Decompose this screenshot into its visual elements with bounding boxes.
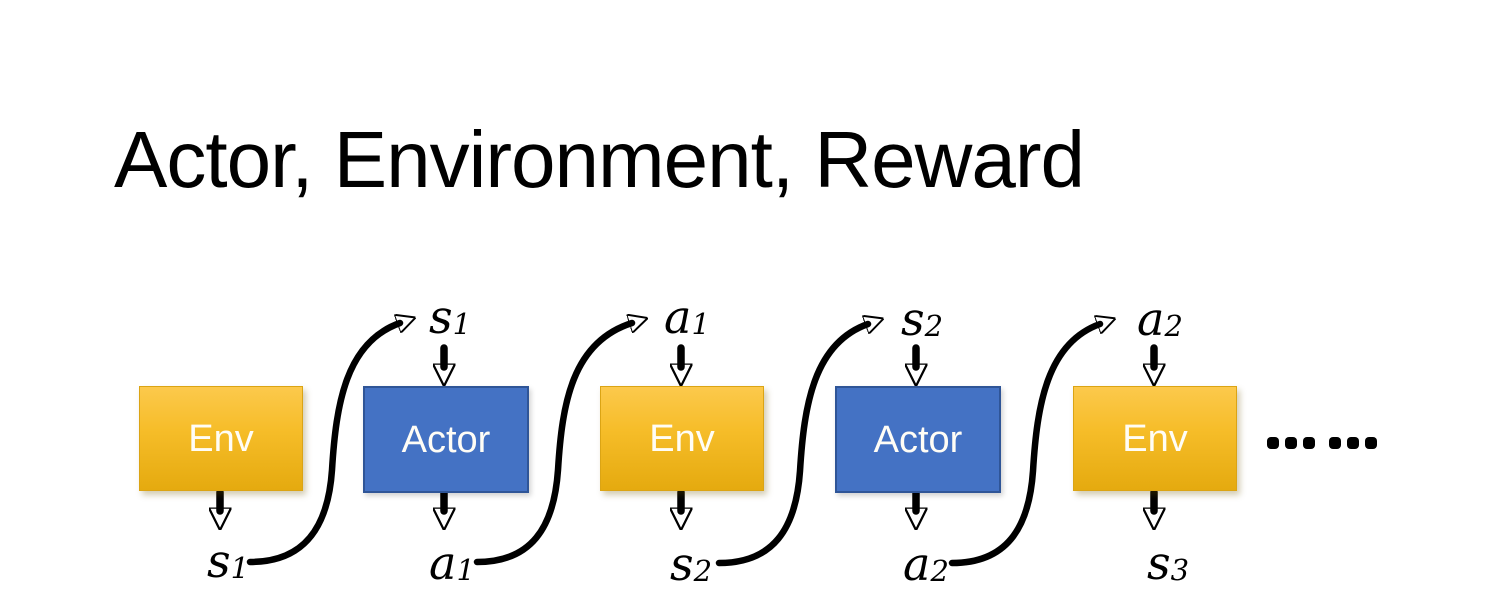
top-label-s1-sub: 1 — [452, 307, 472, 341]
bottom-label-a1-var: a — [429, 536, 457, 590]
slide-title: Actor, Environment, Reward — [114, 115, 1085, 204]
actor-box-2: Actor — [835, 386, 1001, 493]
actor-box-1: Actor — [363, 386, 529, 493]
bottom-label-a2-sub: 2 — [930, 554, 949, 588]
bottom-label-s2-sub: 2 — [693, 554, 713, 588]
env-box-1: Env — [139, 386, 303, 491]
dot-icon — [1267, 437, 1279, 449]
env-box-3: Env — [1073, 386, 1237, 491]
bottom-label-s1-var: s — [206, 534, 231, 588]
env-box-2: Env — [600, 386, 764, 491]
bottom-label-s2-var: s — [669, 537, 694, 591]
top-label-a2-var: a — [1137, 292, 1165, 346]
feedback-curve-a2-icon — [948, 324, 1100, 567]
continuation-dots-icon — [1267, 437, 1383, 449]
top-label-a1-sub: 1 — [691, 307, 710, 341]
feedback-curve-s2-icon — [715, 324, 868, 567]
bottom-label-s1-sub: 1 — [230, 551, 250, 585]
env-box-2-label: Env — [649, 417, 715, 460]
feedback-curve-a1-icon — [473, 323, 632, 566]
env-box-3-label: Env — [1122, 417, 1188, 460]
actor-box-1-label: Actor — [401, 418, 491, 461]
bottom-label-a1-sub: 1 — [456, 553, 475, 587]
actor-box-2-label: Actor — [873, 418, 963, 461]
dot-icon — [1365, 437, 1377, 449]
env-box-1-label: Env — [188, 417, 254, 460]
dot-icon — [1303, 437, 1315, 449]
top-label-s2-var: s — [900, 292, 925, 346]
dot-icon — [1347, 437, 1359, 449]
dot-icon — [1329, 437, 1341, 449]
feedback-curve-s1-icon — [246, 323, 400, 566]
top-label-a2-sub: 2 — [1164, 309, 1183, 343]
bottom-label-s3-sub: 3 — [1170, 553, 1190, 587]
bottom-label-s3-var: s — [1146, 536, 1171, 590]
bottom-label-a2-var: a — [903, 537, 931, 591]
top-label-s2-sub: 2 — [924, 309, 944, 343]
top-label-s1-var: s — [428, 290, 453, 344]
dot-icon — [1285, 437, 1297, 449]
top-label-a1-var: a — [664, 290, 692, 344]
